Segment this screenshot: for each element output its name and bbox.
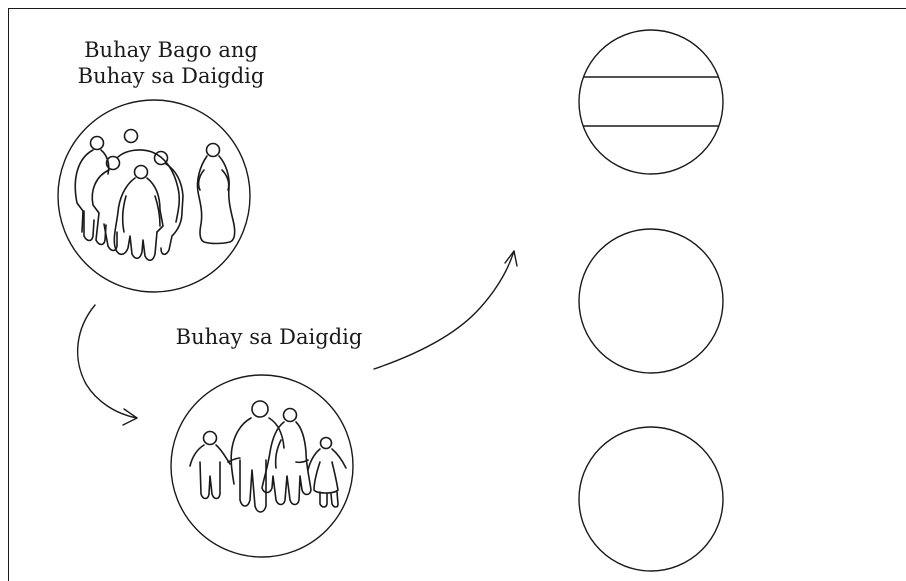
premortal-life-label: Buhay Bago ang Buhay sa Daigdig xyxy=(56,37,286,89)
premortal-life-label-line1: Buhay Bago ang xyxy=(84,38,258,62)
arrow-to-afterlife-icon xyxy=(373,250,518,370)
divided-circle-icon xyxy=(578,29,724,175)
premortal-life-label-line2: Buhay sa Daigdig xyxy=(77,64,265,88)
mortal-life-label: Buhay sa Daigdig xyxy=(175,325,363,349)
empty-circle-icon xyxy=(578,228,724,374)
spirit-family-icon xyxy=(57,99,251,293)
earth-family-icon xyxy=(170,374,354,558)
empty-circle-icon xyxy=(578,426,724,572)
arrow-to-mortal-life-icon xyxy=(76,304,138,426)
diagram-frame xyxy=(8,8,906,581)
